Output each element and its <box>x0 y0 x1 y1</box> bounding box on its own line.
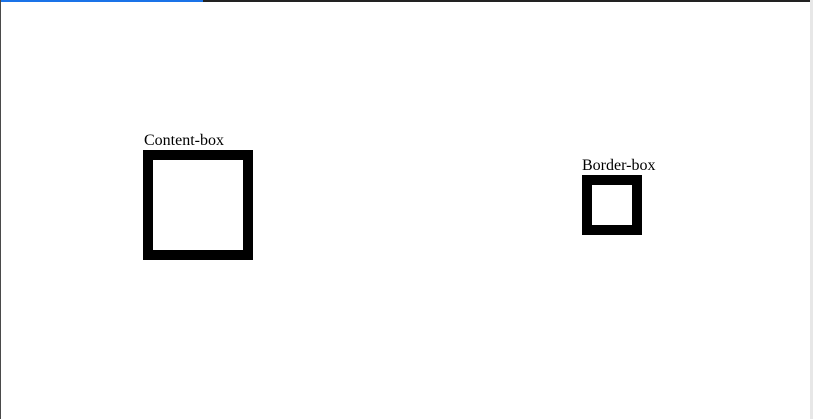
content-box-square <box>143 150 253 260</box>
content-box-label: Content-box <box>144 132 224 149</box>
page-loading-progress-bar <box>0 0 204 2</box>
border-box-label: Border-box <box>582 157 656 174</box>
viewport-scrollbar-gutter[interactable] <box>810 0 813 419</box>
border-box-square <box>582 175 642 235</box>
viewport-left-edge <box>0 0 1 419</box>
viewport-top-edge <box>0 0 813 2</box>
